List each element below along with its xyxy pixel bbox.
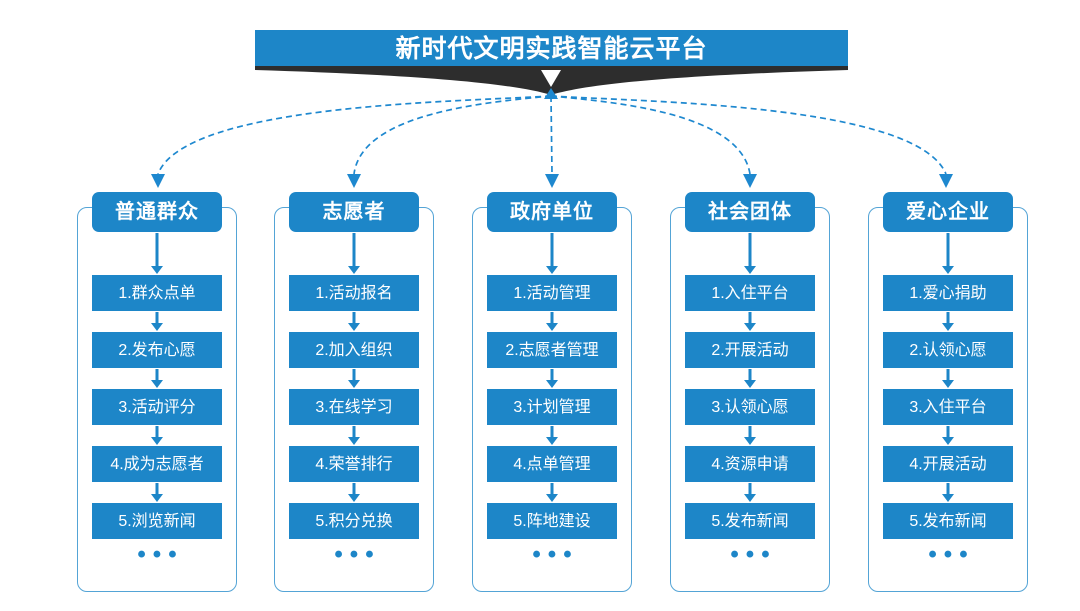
down-arrow-icon bbox=[545, 233, 559, 274]
down-arrow-icon bbox=[347, 312, 361, 331]
down-arrow-icon bbox=[545, 312, 559, 331]
ellipsis-dots: ••• bbox=[928, 541, 975, 568]
column-social-organizations: 社会团体 1.入住平台 2.开展活动 3.认领心愿 4.资源申请 5.发布新闻 … bbox=[670, 192, 830, 592]
column-header: 爱心企业 bbox=[883, 192, 1013, 232]
flow-step: 3.计划管理 bbox=[487, 389, 617, 425]
flow-step: 3.入住平台 bbox=[883, 389, 1013, 425]
flow-step: 5.阵地建设 bbox=[487, 503, 617, 539]
flow-step: 3.活动评分 bbox=[92, 389, 222, 425]
column-caring-enterprises: 爱心企业 1.爱心捐助 2.认领心愿 3.入住平台 4.开展活动 5.发布新闻 … bbox=[868, 192, 1028, 592]
flow-step: 2.发布心愿 bbox=[92, 332, 222, 368]
fan-line-3 bbox=[550, 95, 553, 175]
flow-step: 2.志愿者管理 bbox=[487, 332, 617, 368]
fan-line-1 bbox=[157, 95, 552, 175]
down-arrow-icon bbox=[150, 483, 164, 502]
fan-arrowhead-icon bbox=[743, 174, 757, 188]
flow-step: 1.入住平台 bbox=[685, 275, 815, 311]
flow-step: 4.点单管理 bbox=[487, 446, 617, 482]
down-arrow-icon bbox=[150, 369, 164, 388]
column-ordinary-masses: 普通群众 1.群众点单 2.发布心愿 3.活动评分 4.成为志愿者 5.浏览新闻… bbox=[77, 192, 237, 592]
flow-step: 5.积分兑换 bbox=[289, 503, 419, 539]
ellipsis-dots: ••• bbox=[334, 541, 381, 568]
down-arrow-icon bbox=[743, 233, 757, 274]
down-arrow-icon bbox=[150, 233, 164, 274]
flow-step: 4.荣誉排行 bbox=[289, 446, 419, 482]
down-arrow-icon bbox=[545, 426, 559, 445]
down-arrow-icon bbox=[347, 426, 361, 445]
flow-step: 4.成为志愿者 bbox=[92, 446, 222, 482]
fan-line-2 bbox=[353, 95, 552, 175]
down-arrow-icon bbox=[743, 369, 757, 388]
down-arrow-icon bbox=[941, 426, 955, 445]
down-arrow-icon bbox=[941, 233, 955, 274]
down-arrow-icon bbox=[743, 426, 757, 445]
down-arrow-icon bbox=[347, 483, 361, 502]
banner-shape bbox=[255, 66, 848, 95]
fan-arrowhead-icon bbox=[545, 174, 559, 188]
ellipsis-dots: ••• bbox=[137, 541, 184, 568]
down-arrow-icon bbox=[150, 426, 164, 445]
fan-arrowhead-icon bbox=[347, 174, 361, 188]
flow-step: 2.加入组织 bbox=[289, 332, 419, 368]
down-arrow-icon bbox=[941, 312, 955, 331]
column-header: 普通群众 bbox=[92, 192, 222, 232]
down-arrow-icon bbox=[743, 312, 757, 331]
column-header: 志愿者 bbox=[289, 192, 419, 232]
down-arrow-icon bbox=[347, 369, 361, 388]
down-arrow-icon bbox=[150, 312, 164, 331]
fan-line-5 bbox=[550, 95, 947, 175]
flow-step: 3.认领心愿 bbox=[685, 389, 815, 425]
down-arrow-icon bbox=[545, 369, 559, 388]
down-arrow-icon bbox=[545, 483, 559, 502]
fan-arrowhead-icon bbox=[151, 174, 165, 188]
flow-step: 5.发布新闻 bbox=[883, 503, 1013, 539]
column-header: 政府单位 bbox=[487, 192, 617, 232]
flow-step: 5.发布新闻 bbox=[685, 503, 815, 539]
flow-step: 1.活动管理 bbox=[487, 275, 617, 311]
column-header: 社会团体 bbox=[685, 192, 815, 232]
flow-step: 5.浏览新闻 bbox=[92, 503, 222, 539]
down-arrow-icon bbox=[941, 369, 955, 388]
fan-arrowhead-icon bbox=[939, 174, 953, 188]
column-volunteers: 志愿者 1.活动报名 2.加入组织 3.在线学习 4.荣誉排行 5.积分兑换 •… bbox=[274, 192, 434, 592]
column-government-units: 政府单位 1.活动管理 2.志愿者管理 3.计划管理 4.点单管理 5.阵地建设… bbox=[472, 192, 632, 592]
ellipsis-dots: ••• bbox=[532, 541, 579, 568]
fan-origin-arrow-icon bbox=[544, 88, 558, 99]
title-arrow-icon bbox=[541, 70, 561, 87]
down-arrow-icon bbox=[347, 233, 361, 274]
flow-step: 2.认领心愿 bbox=[883, 332, 1013, 368]
fan-line-4 bbox=[550, 95, 751, 175]
flow-step: 4.资源申请 bbox=[685, 446, 815, 482]
flow-step: 2.开展活动 bbox=[685, 332, 815, 368]
flow-step: 3.在线学习 bbox=[289, 389, 419, 425]
flow-step: 4.开展活动 bbox=[883, 446, 1013, 482]
down-arrow-icon bbox=[941, 483, 955, 502]
ellipsis-dots: ••• bbox=[730, 541, 777, 568]
down-arrow-icon bbox=[743, 483, 757, 502]
flow-step: 1.活动报名 bbox=[289, 275, 419, 311]
flow-step: 1.爱心捐助 bbox=[883, 275, 1013, 311]
flow-step: 1.群众点单 bbox=[92, 275, 222, 311]
platform-title: 新时代文明实践智能云平台 bbox=[255, 30, 848, 67]
